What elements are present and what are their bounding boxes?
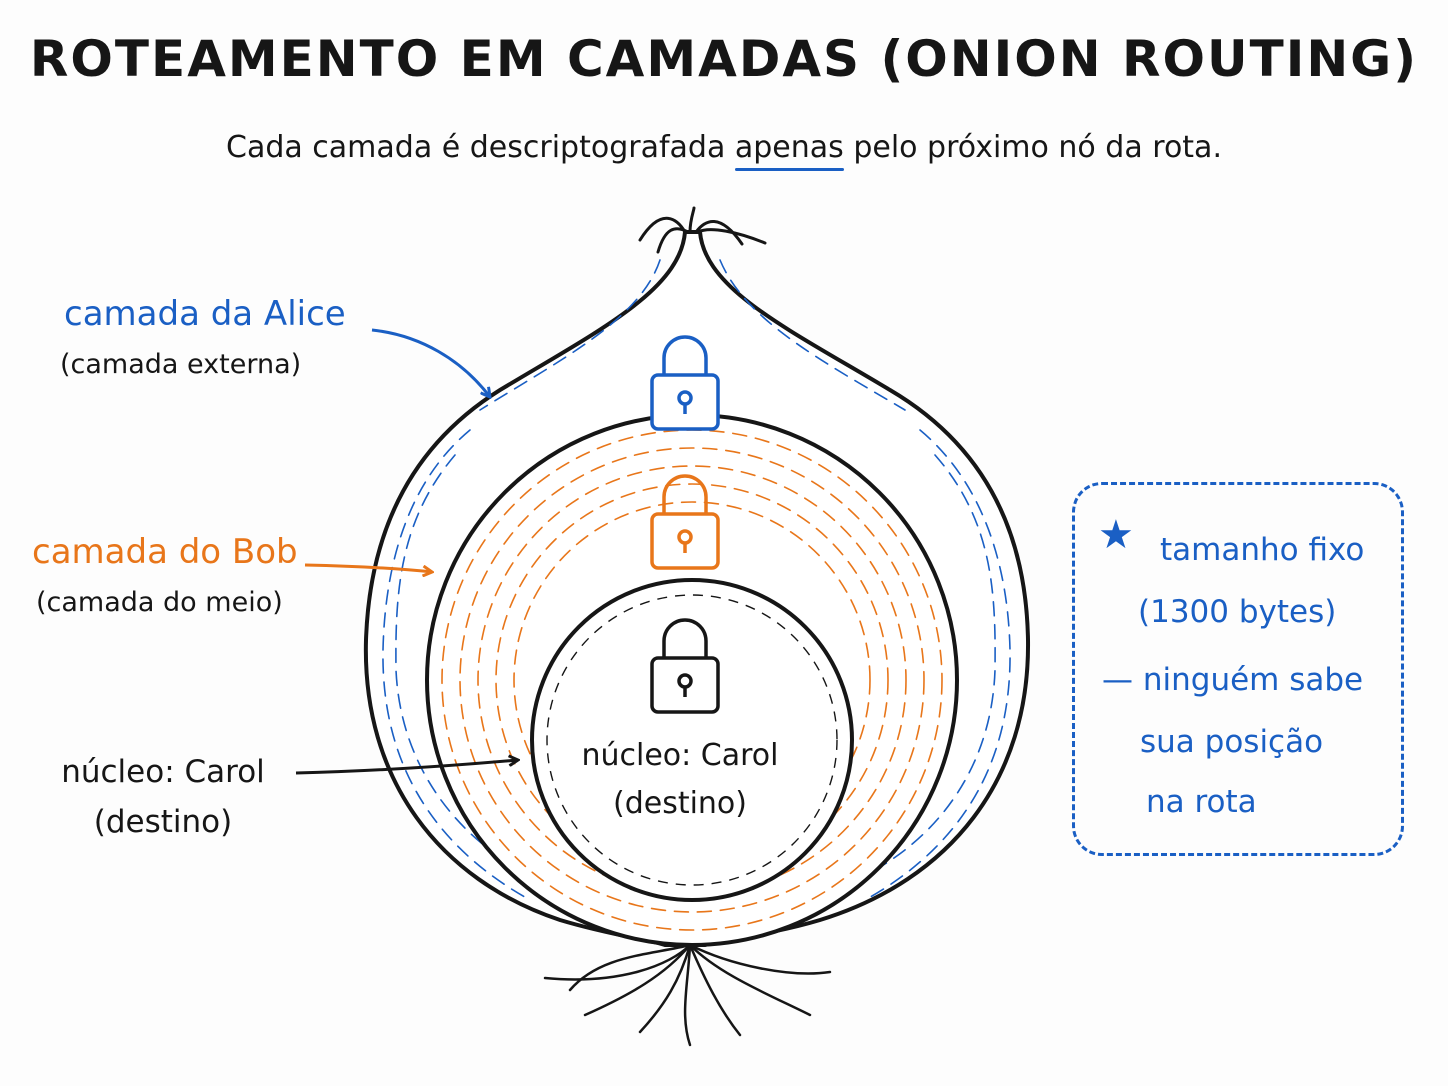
carol-label-line1: núcleo: Carol [61,754,265,790]
onion-sprouts [638,206,767,254]
diagram-title: Roteamento em camadas (onion routing) [29,30,1419,88]
subtitle-start: Cada camada é descriptografada [226,130,735,165]
bob-layer-sub: (camada do meio) [36,586,283,618]
core-center-line2: (destino) [612,786,747,821]
star-icon: ★ [1098,512,1134,558]
note-line-2: (1300 bytes) [1138,594,1337,630]
onion-core [530,578,854,902]
blue-lock-icon [650,335,720,431]
alice-layer-sub: (camada externa) [60,348,302,380]
note-line-3: — ninguém sabe [1102,662,1364,698]
bob-layer-label: camada do Bob (camada do meio) [32,532,298,619]
carol-label-line2: (destino) [93,803,233,840]
alice-layer-name: camada da Alice [64,294,346,334]
core-inner-ring [546,594,838,886]
subtitle-end: pelo próximo nó da rota. [843,130,1222,165]
diagram-subtitle: Cada camada é descriptografada apenas pe… [0,130,1448,171]
note-line-5: na rota [1146,784,1257,820]
bob-arrow [304,563,432,572]
bob-layer-name: camada do Bob [32,532,298,572]
fixed-size-note [1072,482,1404,856]
carol-core-label: núcleo: Carol (destino) [58,748,268,847]
note-line-4: sua posição [1140,724,1324,760]
subtitle-highlight: apenas [734,130,844,171]
core-center-text: núcleo: Carol (destino) [560,732,800,828]
black-lock-icon [650,618,720,714]
core-center-line1: núcleo: Carol [581,738,779,773]
alice-arrow [371,328,490,397]
note-line-1: tamanho fixo [1160,532,1365,568]
alice-layer-label: camada da Alice (camada externa) [60,294,346,381]
orange-lock-icon [650,474,720,570]
onion-roots [543,943,832,1047]
carol-arrow [295,760,518,775]
